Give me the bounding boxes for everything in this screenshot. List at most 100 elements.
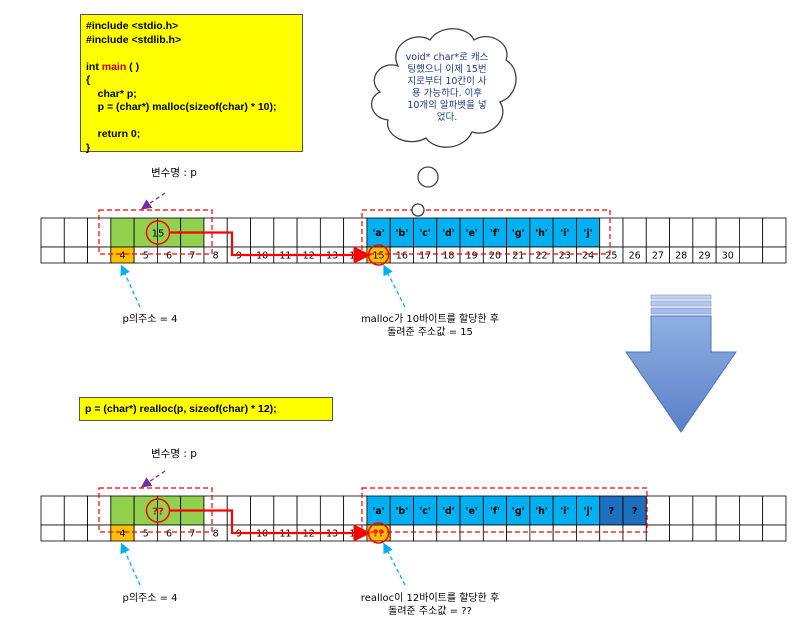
memory-cell	[692, 495, 717, 526]
memory-cell	[343, 217, 368, 248]
code-text: return 0;	[86, 128, 141, 140]
big-down-arrow-icon	[625, 294, 737, 433]
address-number: 29	[698, 251, 710, 262]
memory-cell	[599, 217, 624, 248]
p-address-caption-bottom: p의주소 = 4	[122, 593, 178, 604]
code-text: char* p;	[86, 87, 137, 100]
memory-cell	[40, 495, 65, 526]
pointer-arrow	[170, 231, 371, 264]
cloud-line: 팅했으니 이제 15번	[407, 64, 487, 75]
char-value: 'e'	[466, 506, 478, 517]
address-number: 17	[419, 251, 431, 262]
memory-cell	[739, 217, 764, 248]
memory-cell	[669, 217, 694, 248]
address-number: 19	[466, 251, 478, 262]
address-number: 7	[189, 251, 195, 262]
char-value: 'd'	[442, 228, 455, 239]
code-line: p = (char*) malloc(sizeof(char) * 10);	[86, 101, 302, 115]
address-cell	[482, 524, 508, 542]
address-number: 24	[582, 251, 594, 262]
char-value: ?	[609, 506, 615, 517]
address-cell	[529, 524, 554, 542]
address-cell	[739, 524, 764, 542]
char-value: 'h'	[535, 228, 548, 239]
code-text: #include <stdlib.h>	[86, 33, 182, 46]
p-address-arrow	[120, 542, 141, 586]
char-value: ?	[632, 506, 638, 517]
memory-cell	[319, 495, 345, 526]
code-text: }	[86, 141, 91, 154]
realloc-caption: realloc이 12바이트를 할당한 후 돌려준 주소값 = ??	[330, 592, 530, 618]
code-line: }	[86, 142, 302, 156]
memory-cell	[669, 495, 694, 526]
allocation-dashed-box	[361, 487, 648, 533]
char-value: 'a'	[372, 228, 384, 239]
address-cell	[599, 524, 624, 542]
cloud-line: 었다.	[436, 112, 458, 123]
variable-dashed-box	[98, 487, 213, 533]
address-number: 15	[373, 251, 385, 262]
char-value: 'i'	[560, 228, 569, 239]
code-line: #include <stdlib.h>	[86, 34, 302, 48]
char-value: 'h'	[535, 506, 548, 517]
address-number: 18	[442, 251, 454, 262]
malloc-caption-line: malloc가 10바이트를 할당한 후	[360, 314, 500, 325]
char-value: 'j'	[584, 506, 593, 517]
address-cell	[506, 524, 531, 542]
char-value: 'g'	[512, 228, 525, 239]
address-number: 16	[396, 251, 408, 262]
memory-cell	[110, 495, 135, 526]
memory-cell	[343, 495, 368, 526]
address-number: 23	[559, 251, 571, 262]
address-number: 26	[629, 251, 641, 262]
memory-cell	[250, 217, 275, 248]
address-cell	[692, 524, 717, 542]
varname-arrow	[140, 192, 166, 210]
address-cell	[762, 524, 787, 542]
char-value: 'g'	[512, 506, 525, 517]
allocation-dashed-box	[361, 209, 611, 255]
return-address-arrow	[383, 264, 406, 308]
pointer-value: ??	[152, 507, 164, 518]
pointer-arrow	[170, 509, 371, 542]
memory-cell	[715, 217, 740, 248]
address-cell	[436, 524, 461, 542]
realloc-code: p = (char*) realloc(p, sizeof(char) * 12…	[85, 403, 277, 415]
cloud-line: 용 가능하다. 이후	[411, 88, 483, 99]
address-number: 20	[489, 251, 501, 262]
code-text: {	[86, 74, 91, 86]
memory-cell	[319, 217, 345, 248]
char-value: 'b'	[396, 506, 409, 517]
address-number: 6	[166, 251, 172, 262]
address-number: 27	[652, 251, 664, 262]
varname-label-top: 변수명 : p	[151, 167, 197, 179]
address-cell	[40, 524, 65, 542]
code-line: {	[86, 74, 302, 88]
char-value: 'f'	[490, 228, 500, 239]
p-address-arrow	[120, 264, 141, 308]
code-keyword: main	[101, 60, 127, 73]
address-cell	[63, 524, 88, 542]
memory-cell	[622, 217, 647, 248]
char-value: 'c'	[419, 506, 430, 517]
memory-cell	[645, 495, 670, 526]
address-number: 4	[119, 529, 125, 540]
char-value: 'j'	[584, 228, 593, 239]
thought-cloud	[370, 28, 517, 217]
address-cell	[576, 524, 601, 542]
address-number: 6	[166, 529, 172, 540]
address-cell	[739, 246, 764, 264]
code-lines: #include <stdio.h>#include <stdlib.h> int…	[86, 20, 302, 155]
address-number: 5	[143, 251, 149, 262]
cloud-line: 지로부터 10칸이 사	[407, 76, 487, 87]
memory-cell	[110, 217, 135, 248]
address-cell	[63, 246, 88, 264]
address-cell	[413, 524, 438, 542]
code-box-bottom: p = (char*) realloc(p, sizeof(char) * 12…	[79, 397, 333, 421]
cloud-text: void* char*로 캐스 팅했으니 이제 15번 지로부터 10칸이 사 …	[388, 52, 506, 124]
code-text: #include <stdio.h>	[86, 20, 179, 32]
code-text: int	[86, 60, 102, 73]
address-number: 22	[535, 251, 547, 262]
